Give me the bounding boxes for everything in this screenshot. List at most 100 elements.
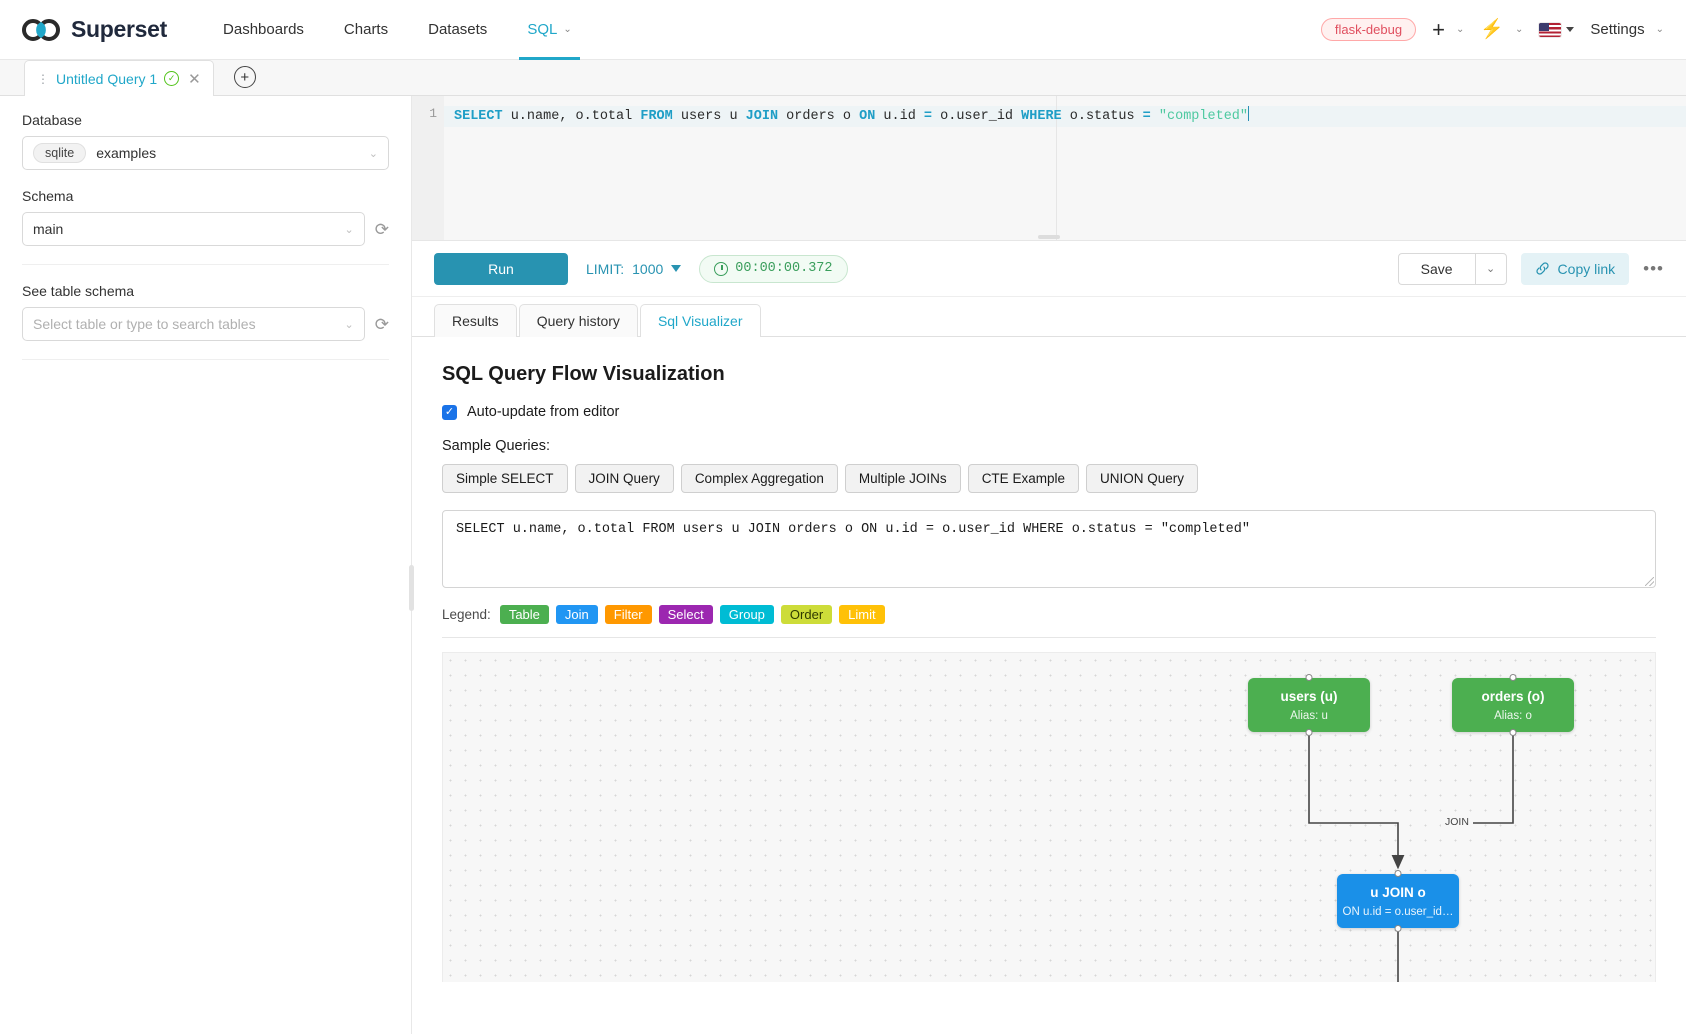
legend-divider: [442, 637, 1656, 638]
code-token: JOIN: [745, 109, 779, 124]
chevron-down-icon: ⌄: [344, 318, 354, 331]
nav-link-dashboards[interactable]: Dashboards: [203, 0, 324, 60]
sample-query-button-simple-select[interactable]: Simple SELECT: [442, 464, 568, 493]
table-select[interactable]: Select table or type to search tables ⌄: [22, 307, 365, 341]
auto-update-row: ✓ Auto-update from editor: [442, 404, 1656, 420]
refresh-schema-icon[interactable]: ⟳: [374, 219, 389, 239]
bolt-icon: ⚡: [1480, 19, 1505, 40]
textarea-resize-handle[interactable]: [1645, 577, 1654, 586]
copy-link-button[interactable]: Copy link: [1520, 252, 1630, 285]
sample-query-button-cte-example[interactable]: CTE Example: [967, 464, 1079, 493]
drag-handle-icon[interactable]: ⋮: [37, 71, 49, 86]
tab-query-history[interactable]: Query history: [518, 304, 638, 337]
copy-link-label: Copy link: [1557, 260, 1616, 277]
sample-query-button-multiple-joins[interactable]: Multiple JOINs: [844, 464, 961, 493]
legend-chip-join: Join: [555, 605, 598, 624]
node-title: orders (o): [1481, 689, 1545, 705]
nav-link-charts[interactable]: Charts: [324, 0, 408, 60]
link-icon: [1535, 262, 1549, 275]
auto-update-checkbox[interactable]: ✓: [442, 404, 457, 420]
query-tab-untitled-query-1[interactable]: ⋮ Untitled Query 1 ✓ ✕: [24, 60, 214, 96]
legend-chip-filter: Filter: [604, 605, 652, 624]
node-port-bottom[interactable]: [1509, 729, 1517, 736]
editor-toolbar: Run LIMIT: 1000 00:00:00.372 Save ⌄: [412, 235, 1686, 297]
node-title: u JOIN o: [1370, 885, 1426, 901]
flow-node-orders[interactable]: orders (o) Alias: o: [1452, 674, 1574, 736]
code-token: [1151, 109, 1159, 124]
tab-label: Results: [452, 313, 499, 329]
superset-brand[interactable]: Superset: [22, 16, 167, 43]
sql-input[interactable]: SELECT u.name, o.total FROM users u JOIN…: [442, 510, 1656, 588]
code-token: SELECT: [454, 109, 503, 124]
sample-query-button-complex-aggregation[interactable]: Complex Aggregation: [680, 464, 838, 493]
us-flag-icon: [1539, 22, 1562, 37]
more-options-icon[interactable]: •••: [1643, 258, 1664, 278]
legend-chip-order: Order: [780, 605, 833, 624]
run-button[interactable]: Run: [434, 252, 568, 285]
table-schema-label: See table schema: [22, 283, 135, 299]
line-number: 1: [429, 106, 437, 121]
node-subtitle: ON u.id = o.user_id…: [1342, 905, 1454, 918]
sample-query-button-join-query[interactable]: JOIN Query: [574, 464, 674, 493]
quick-actions-button[interactable]: ⚡ ⌄: [1480, 20, 1523, 39]
nav-label: Charts: [343, 21, 389, 38]
flow-node-users[interactable]: users (u)Alias: u: [1248, 674, 1370, 736]
superset-logo-icon: [22, 18, 60, 41]
sample-query-button-union-query[interactable]: UNION Query: [1085, 464, 1198, 493]
close-icon[interactable]: ✕: [188, 70, 201, 88]
refresh-tables-icon[interactable]: ⟳: [374, 314, 389, 334]
flask-debug-badge: flask-debug: [1320, 18, 1417, 41]
settings-menu[interactable]: Settings ⌄: [1590, 21, 1664, 38]
sql-editor[interactable]: 1 SELECT u.name, o.total FROM users u JO…: [412, 96, 1686, 241]
database-select[interactable]: sqlite examples ⌄: [22, 136, 389, 170]
editor-column-guide: [1056, 96, 1057, 240]
settings-label: Settings: [1590, 21, 1645, 38]
node-port-top[interactable]: [1394, 870, 1402, 877]
editor-resize-handle[interactable]: [1038, 235, 1060, 239]
tab-label: Sql Visualizer: [657, 313, 743, 329]
sidebar-resize-handle[interactable]: [409, 565, 414, 611]
navbar-right: flask-debug + ⌄ ⚡ ⌄ Settings ⌄: [1320, 16, 1664, 42]
add-query-tab-button[interactable]: +: [233, 66, 256, 88]
auto-update-label: Auto-update from editor: [467, 404, 620, 420]
chevron-down-icon: ⌄: [1655, 24, 1664, 35]
save-dropdown-button[interactable]: ⌄: [1474, 252, 1507, 285]
query-tab-bar: ⋮ Untitled Query 1 ✓ ✕ +: [0, 60, 1686, 96]
tab-results[interactable]: Results: [434, 304, 517, 337]
schema-select[interactable]: main ⌄: [22, 212, 365, 246]
language-selector[interactable]: [1539, 22, 1575, 37]
editor-code-area[interactable]: SELECT u.name, o.total FROM users u JOIN…: [444, 96, 1686, 240]
sql-sidebar: Database sqlite examples ⌄ Schema main ⌄…: [0, 96, 414, 1034]
chevron-down-icon: ⌄: [1515, 24, 1524, 35]
plus-icon: +: [1432, 16, 1445, 42]
legend-chip-table: Table: [499, 605, 549, 624]
nav-link-sql[interactable]: SQL ⌄: [507, 0, 591, 60]
active-line-highlight: [444, 106, 1686, 127]
new-menu-button[interactable]: + ⌄: [1432, 16, 1464, 42]
node-port-bottom[interactable]: [1305, 729, 1313, 736]
code-token: u.id: [875, 109, 924, 124]
node-port-bottom[interactable]: [1394, 925, 1402, 932]
schema-value: main: [33, 221, 64, 237]
flow-node-join[interactable]: u JOIN o ON u.id = o.user_id…: [1337, 870, 1459, 932]
chevron-down-icon: ⌄: [563, 24, 572, 35]
clock-icon: [714, 261, 729, 276]
legend-chip-group: Group: [719, 605, 774, 624]
tab-sql-visualizer[interactable]: Sql Visualizer: [639, 304, 761, 337]
code-token: o.user_id: [932, 109, 1022, 124]
legend-label: Legend:: [442, 607, 491, 622]
nav-link-datasets[interactable]: Datasets: [408, 0, 507, 60]
sidebar-divider-2: [22, 359, 389, 360]
editor-gutter: 1: [412, 96, 444, 240]
node-subtitle: Alias: o: [1494, 709, 1532, 722]
node-port-top[interactable]: [1509, 674, 1517, 681]
save-button[interactable]: Save: [1397, 252, 1475, 285]
chevron-down-icon: ⌄: [344, 223, 354, 236]
result-tabs: Results Query history Sql Visualizer: [412, 297, 1686, 337]
limit-dropdown[interactable]: LIMIT: 1000: [586, 261, 682, 277]
code-token: u.name, o.total: [502, 109, 641, 124]
node-port-top[interactable]: [1305, 674, 1313, 681]
